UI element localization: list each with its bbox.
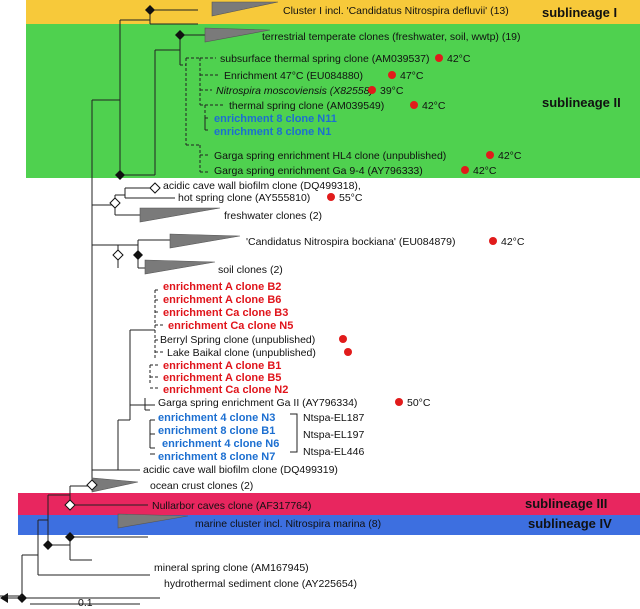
clade-freshwater-wedge <box>139 207 221 223</box>
ntspa-3: Ntspa-EL446 <box>303 446 364 458</box>
temp-enrichment47: 47°C <box>400 70 424 82</box>
leaf-enrA-b6: enrichment A clone B6 <box>163 294 281 306</box>
leaf-enrCa-n5: enrichment Ca clone N5 <box>168 320 293 332</box>
clade-ocean-wedge <box>91 477 139 493</box>
ntspa-2: Ntspa-EL197 <box>303 429 364 441</box>
band-sublineage-2 <box>26 24 640 178</box>
leaf-nullarbor: Nullarbor caves clone (AF317764) <box>152 500 311 512</box>
leaf-mineral: mineral spring clone (AM167945) <box>154 562 309 574</box>
temp-bockiana: 42°C <box>501 236 525 248</box>
leaf-moscoviensis: Nitrospira moscoviensis (X82558) <box>216 85 373 97</box>
leaf-bockiana: 'Candidatus Nitrospira bockiana' (EU0848… <box>246 236 455 248</box>
bootstrap-nodes <box>0 5 185 603</box>
leaf-berryl: Berryl Spring clone (unpublished) <box>160 334 315 346</box>
clade-soil-wedge <box>144 259 216 275</box>
leaf-enrichment8-n1: enrichment 8 clone N1 <box>214 126 331 138</box>
leaf-enrA-b2: enrichment A clone B2 <box>163 281 281 293</box>
clade-marine-wedge <box>117 513 189 529</box>
clade-freshwater-label: freshwater clones (2) <box>224 210 322 222</box>
leaf-enrA-b5: enrichment A clone B5 <box>163 372 281 384</box>
leaf-hotspring: hot spring clone (AY555810) <box>178 192 310 204</box>
branches <box>2 9 225 599</box>
clade-terrestrial-label: terrestrial temperate clones (freshwater… <box>262 31 521 43</box>
leaf-garga-hl4: Garga spring enrichment HL4 clone (unpub… <box>214 150 446 162</box>
clade-ocean-label: ocean crust clones (2) <box>150 480 253 492</box>
leaf-enrichment47: Enrichment 47°C (EU084880) <box>224 70 363 82</box>
sublineage-4-label: sublineage IV <box>528 516 612 531</box>
temp-garga-94: 42°C <box>473 165 497 177</box>
clade-marine-label: marine cluster incl. Nitrospira marina (… <box>195 518 381 530</box>
temp-hotspring: 55°C <box>339 192 363 204</box>
clade-terrestrial-wedge <box>204 27 271 43</box>
leaf-enr8-n7: enrichment 8 clone N7 <box>158 451 275 463</box>
sublineage-3-label: sublineage III <box>525 496 607 511</box>
clade-cluster1-wedge <box>211 1 279 17</box>
ntspa-bracket <box>290 413 298 453</box>
leaf-enrCa-n2: enrichment Ca clone N2 <box>163 384 288 396</box>
leaf-subsurface: subsurface thermal spring clone (AM03953… <box>220 53 430 65</box>
leaf-acidic1: acidic cave wall biofilm clone (DQ499318… <box>163 180 361 192</box>
clade-cluster1-label: Cluster I incl. 'Candidatus Nitrospira d… <box>283 5 509 17</box>
temp-thermal: 42°C <box>422 100 446 112</box>
leaf-enrCa-b3: enrichment Ca clone B3 <box>163 307 288 319</box>
ntspa-1: Ntspa-EL187 <box>303 412 364 424</box>
leaf-enrichment8-n11: enrichment 8 clone N11 <box>214 113 337 125</box>
leaf-thermal: thermal spring clone (AM039549) <box>229 100 384 112</box>
leaf-enr4-n6: enrichment 4 clone N6 <box>162 438 279 450</box>
leaf-garga-94: Garga spring enrichment Ga 9-4 (AY796333… <box>214 165 423 177</box>
leaf-baikal: Lake Baikal clone (unpublished) <box>167 347 316 359</box>
band-sublineage-4 <box>18 515 640 535</box>
clade-soil-label: soil clones (2) <box>218 264 283 276</box>
temp-garga-ii: 50°C <box>407 397 431 409</box>
leaf-enr8-b1: enrichment 8 clone B1 <box>158 425 275 437</box>
temp-garga-hl4: 42°C <box>498 150 522 162</box>
leaf-hydro: hydrothermal sediment clone (AY225654) <box>164 578 357 590</box>
scale-bar-label: 0.1 <box>78 597 93 609</box>
clade-bockiana-wedge <box>169 233 241 249</box>
leaf-enrA-b1: enrichment A clone B1 <box>163 360 281 372</box>
temp-moscoviensis: 39°C <box>380 85 404 97</box>
leaf-garga-ii: Garga spring enrichment Ga II (AY796334) <box>158 397 357 409</box>
temp-subsurface: 42°C <box>447 53 471 65</box>
leaf-enr4-n3: enrichment 4 clone N3 <box>158 412 275 424</box>
leaf-acidic2: acidic cave wall biofilm clone (DQ499319… <box>143 464 338 476</box>
band-sublineage-3 <box>18 493 640 515</box>
sublineage-1-label: sublineage I <box>542 5 617 20</box>
sublineage-2-label: sublineage II <box>542 95 621 110</box>
